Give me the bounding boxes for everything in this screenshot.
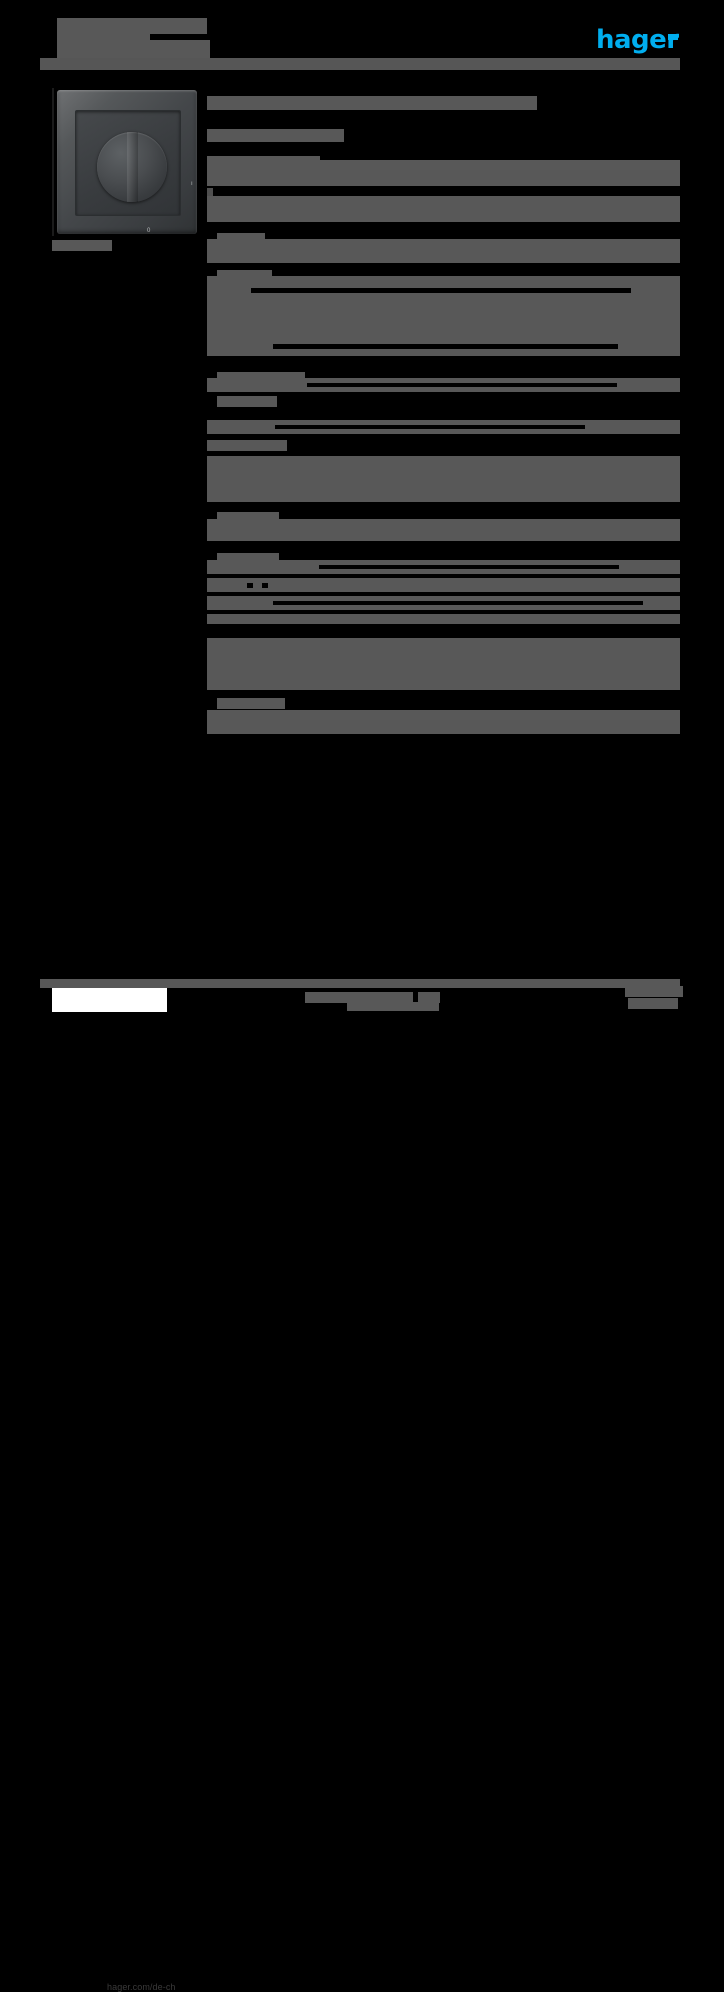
table-row: [207, 710, 680, 734]
footer-center-redacted: [305, 992, 413, 1003]
table-row: [207, 239, 680, 263]
section-label-redacted: [217, 698, 285, 709]
wall-plate-icon: 0 0 ı ı: [57, 90, 197, 234]
row-gap: [307, 383, 617, 387]
header-title-line2-redacted: [57, 24, 150, 40]
hager-logo[interactable]: hager: [596, 25, 679, 55]
header-rule: [40, 58, 680, 70]
table-row: [207, 519, 680, 541]
row-gap: [275, 425, 585, 429]
datasheet-page: hager 0 0 ı ı: [40, 18, 683, 1992]
row-bullet: [207, 188, 213, 197]
section-label-redacted: [217, 512, 279, 523]
marking-0-bottom: 0: [147, 228, 151, 234]
content-subheading-redacted: [207, 129, 344, 142]
content-heading-redacted: [207, 96, 537, 110]
table-row: [207, 196, 680, 222]
footer-center-redacted-2: [418, 992, 440, 1003]
row-gap: [273, 344, 618, 349]
section-label-redacted: [217, 372, 305, 383]
footer-url-box[interactable]: hager.com/de-ch: [52, 988, 175, 1992]
knob-ridge: [127, 132, 138, 202]
section-label-redacted: [217, 553, 279, 564]
table-row: [207, 638, 680, 690]
table-row: [207, 614, 680, 624]
product-caption-redacted: [52, 240, 112, 251]
table-row: [207, 578, 680, 592]
footer-center-redacted-3: [347, 1002, 439, 1011]
footer-page-number-redacted-2: [628, 998, 678, 1009]
row-gap: [247, 583, 253, 588]
section-label-redacted: [207, 440, 287, 451]
row-gap: [262, 583, 268, 588]
hager-logo-accent: [668, 34, 678, 40]
footer-rule: [40, 979, 680, 988]
row-gap: [251, 288, 631, 293]
table-row: [207, 160, 680, 186]
marking-i-right: ı: [191, 181, 193, 187]
header-subtitle-redacted: [57, 40, 210, 62]
product-image-edge: [52, 88, 54, 236]
section-label-redacted: [217, 396, 277, 407]
footer-page-number-redacted: [625, 986, 683, 997]
section-label-redacted: [217, 270, 272, 281]
rotary-knob-icon: [97, 132, 167, 202]
product-image: 0 0 ı ı: [52, 88, 198, 236]
row-gap: [319, 565, 619, 569]
footer-url-link[interactable]: hager.com/de-ch: [107, 1982, 176, 1992]
row-gap: [273, 601, 643, 605]
section-label-redacted: [217, 233, 265, 244]
table-row: [207, 456, 680, 502]
